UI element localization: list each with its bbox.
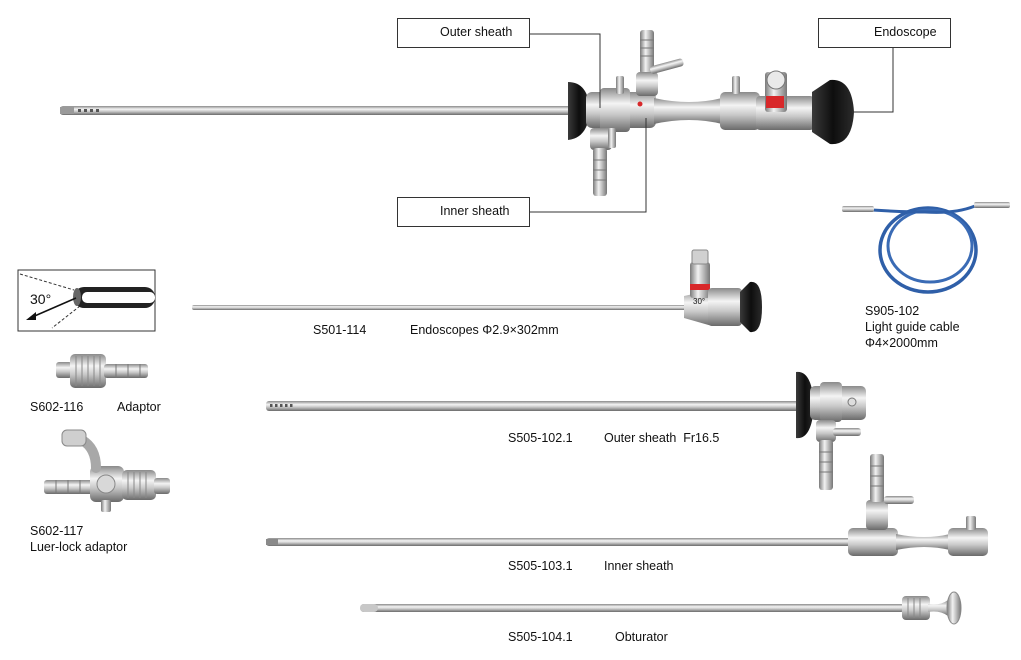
outer-sheath-image — [266, 371, 866, 490]
scope-angle-mark: 30° — [693, 297, 706, 306]
cable-name: Light guide cable — [865, 320, 960, 334]
obturator-image — [360, 591, 962, 625]
callout-outer-sheath-text: Outer sheath — [440, 25, 513, 39]
outer-sheath-code: S505-102.1 — [508, 431, 573, 445]
callout-inner-sheath-text: Inner sheath — [440, 204, 510, 218]
cable-code: S905-102 — [865, 304, 920, 318]
luer-code: S602-117 — [30, 524, 84, 538]
adaptor-code: S602-116 — [30, 400, 84, 414]
light-cable-image — [842, 202, 1010, 294]
endoscope-image — [192, 249, 762, 333]
callout-inner-sheath: Inner sheath — [397, 197, 530, 227]
callout-leaders — [530, 33, 894, 213]
inner-sheath-desc: Inner sheath — [604, 559, 674, 573]
cable-size: Φ4×2000mm — [865, 336, 938, 350]
callout-endoscope: Endoscope — [818, 18, 951, 48]
view-angle-label: 30° — [30, 291, 52, 307]
endoscope-desc: Endoscopes Φ2.9×302mm — [410, 323, 559, 337]
callout-endoscope-text: Endoscope — [874, 25, 937, 39]
luer-lock-adaptor-image — [44, 429, 170, 512]
inner-sheath-code: S505-103.1 — [508, 559, 573, 573]
adaptor-name: Adaptor — [117, 400, 161, 414]
inner-sheath-image — [266, 454, 988, 556]
obturator-code: S505-104.1 — [508, 630, 573, 644]
luer-name: Luer-lock adaptor — [30, 540, 128, 554]
callout-outer-sheath: Outer sheath — [397, 18, 530, 48]
endoscope-code: S501-114 — [313, 323, 367, 337]
obturator-desc: Obturator — [615, 630, 668, 644]
outer-sheath-desc: Outer sheath Fr16.5 — [604, 431, 720, 445]
view-angle-diagram — [17, 269, 156, 332]
assembled-resectoscope — [60, 30, 854, 196]
adaptor-image — [56, 354, 148, 388]
